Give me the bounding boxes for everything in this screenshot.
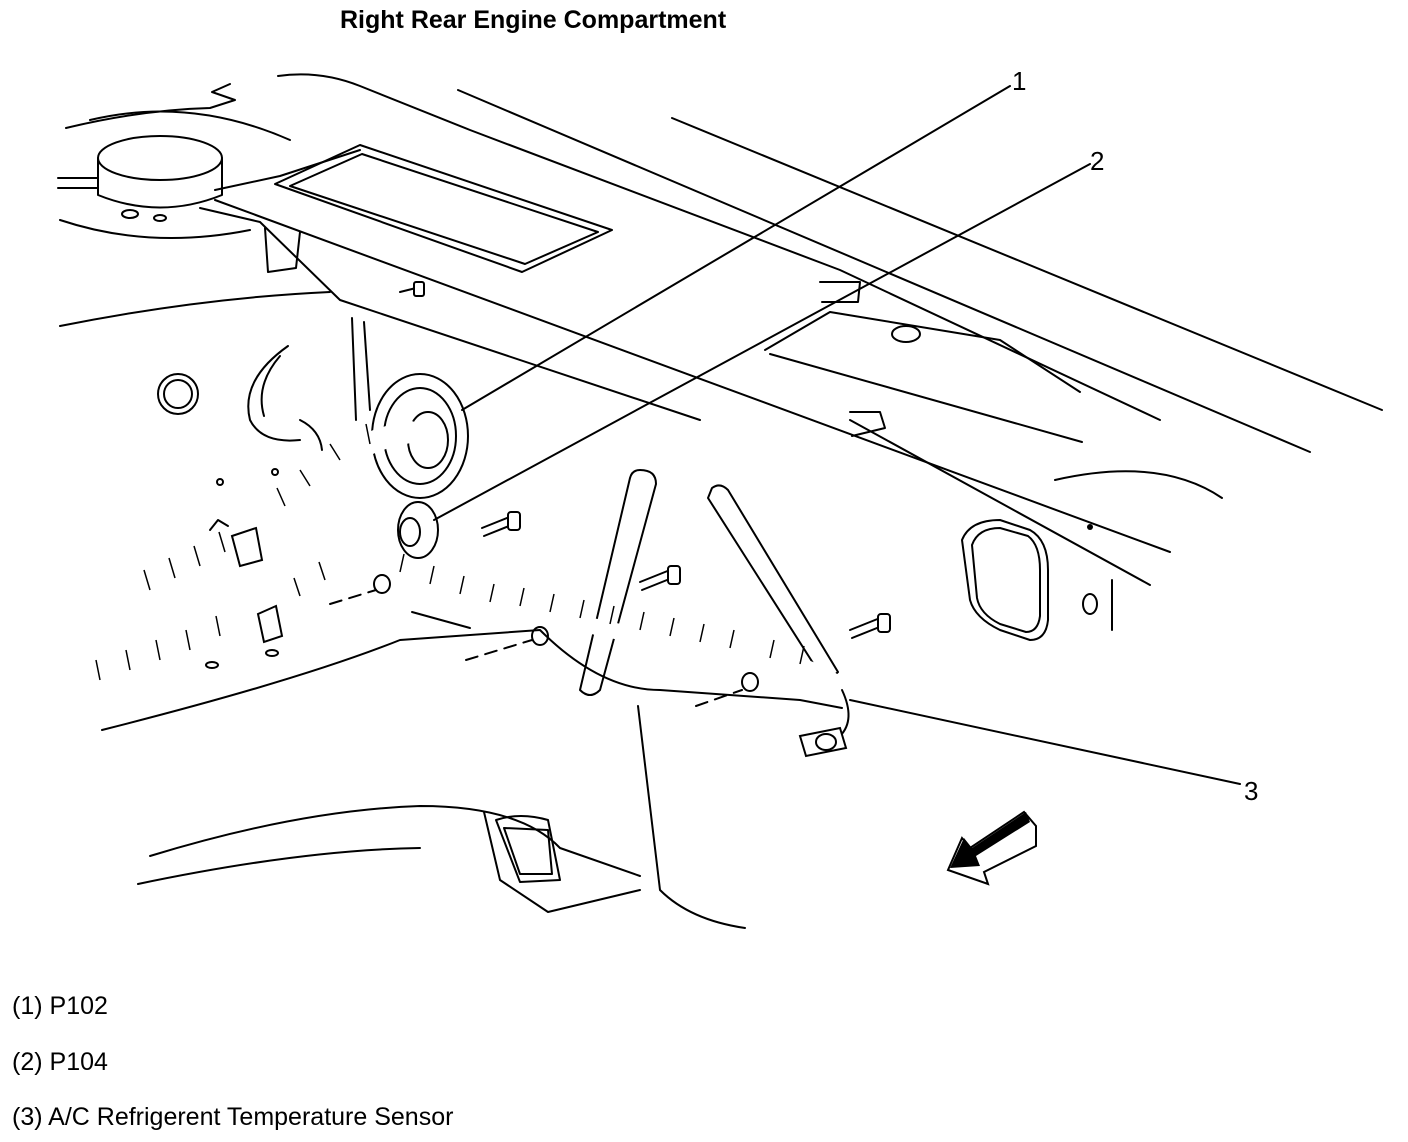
legend-number: (2) <box>12 1048 43 1076</box>
legend-number: (1) <box>12 992 43 1020</box>
cowl-panel <box>199 73 1383 641</box>
strut-tower <box>57 83 371 486</box>
connector-icon <box>798 726 848 758</box>
grommet-icon <box>371 373 469 559</box>
legend-item-1: (1) P102 <box>12 992 108 1021</box>
callout-leaders <box>433 85 1241 785</box>
bolt-icon <box>329 281 891 707</box>
legend-label: P102 <box>49 992 108 1020</box>
legend-label: P104 <box>49 1048 108 1076</box>
legend-item-3: (3) A/C Refrigerent Temperature Sensor <box>12 1103 453 1132</box>
engine-compartment-drawing: 1 2 3 <box>57 66 1383 929</box>
legend-item-2: (2) P104 <box>12 1048 108 1077</box>
fender-panel <box>101 469 843 929</box>
callout-3: 3 <box>1244 776 1258 806</box>
legend-number: (3) <box>12 1103 43 1131</box>
wiring-harness <box>61 421 850 758</box>
legend-label: A/C Refrigerent Temperature Sensor <box>48 1103 454 1131</box>
callout-1: 1 <box>1012 66 1026 96</box>
callout-2: 2 <box>1090 146 1104 176</box>
diagram-title: Right Rear Engine Compartment <box>340 6 727 34</box>
forward-arrow-icon <box>946 810 1037 886</box>
